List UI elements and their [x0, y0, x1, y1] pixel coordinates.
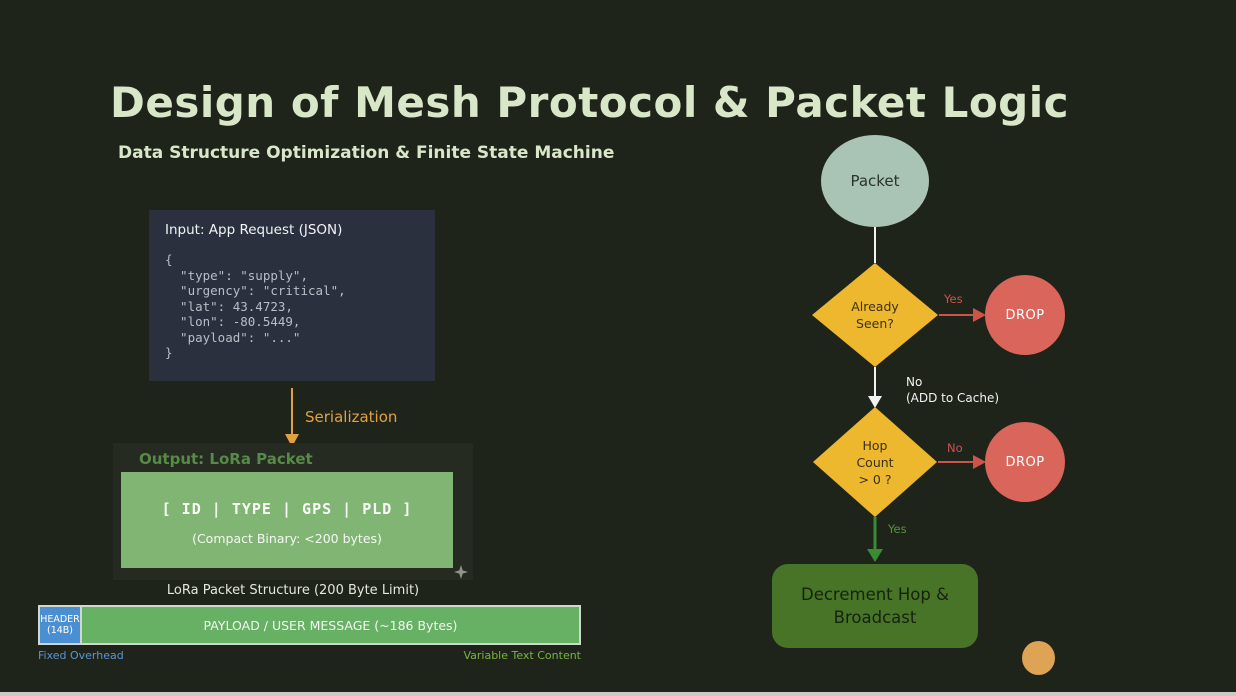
- lora-binary-note: (Compact Binary: <200 bytes): [192, 531, 382, 546]
- orange-dot-decoration: [1022, 641, 1055, 675]
- lora-packet-box: [ ID | TYPE | GPS | PLD ] (Compact Binar…: [121, 472, 453, 568]
- flow-drop-node-1: DROP: [985, 275, 1065, 355]
- flow-decision-hop-count: Hop Count > 0 ?: [813, 407, 937, 517]
- byte-bar-header-segment: HEADER (14B): [40, 607, 82, 643]
- edge-decision2-to-drop2: [938, 455, 986, 469]
- lora-panel-title: Output: LoRa Packet: [139, 450, 313, 468]
- fixed-overhead-note: Fixed Overhead: [38, 649, 124, 662]
- variable-content-note: Variable Text Content: [463, 649, 581, 662]
- edge-label-yes-1: Yes: [944, 292, 963, 306]
- edge-label-no-add-to-cache: No (ADD to Cache): [906, 375, 1000, 405]
- header-segment-label: HEADER: [40, 614, 80, 625]
- lora-fields-line: [ ID | TYPE | GPS | PLD ]: [161, 500, 413, 518]
- serialization-label: Serialization: [305, 408, 398, 426]
- byte-bar-payload-segment: PAYLOAD / USER MESSAGE (~186 Bytes): [82, 607, 579, 643]
- window-bottom-edge: [0, 692, 1236, 696]
- flow-action-broadcast-node: Decrement Hop & Broadcast: [772, 564, 978, 648]
- input-json-code-block: Input: App Request (JSON) { "type": "sup…: [149, 210, 435, 381]
- edge-decision2-to-action: [867, 517, 883, 562]
- flow-drop-node-2: DROP: [985, 422, 1065, 502]
- flow-start-packet-node: Packet: [821, 135, 929, 227]
- page-title: Design of Mesh Protocol & Packet Logic: [110, 78, 1070, 127]
- page-subtitle: Data Structure Optimization & Finite Sta…: [118, 143, 615, 163]
- edge-decision1-to-drop1: [939, 308, 986, 322]
- flow-decision-already-seen: Already Seen?: [812, 263, 938, 367]
- header-segment-size: (14B): [46, 625, 74, 636]
- edge-decision1-to-decision2: [868, 367, 882, 408]
- edge-label-yes-2: Yes: [888, 522, 907, 536]
- payload-segment-label: PAYLOAD / USER MESSAGE (~186 Bytes): [203, 617, 458, 633]
- action-node-label: Decrement Hop & Broadcast: [801, 585, 949, 627]
- drop1-label: DROP: [1005, 307, 1045, 323]
- packet-byte-bar: HEADER (14B) PAYLOAD / USER MESSAGE (~18…: [38, 605, 581, 645]
- lora-caption: LoRa Packet Structure (200 Byte Limit): [166, 583, 420, 598]
- edge-label-no-2: No: [947, 441, 963, 455]
- json-code: { "type": "supply", "urgency": "critical…: [165, 252, 346, 360]
- start-node-label: Packet: [850, 172, 900, 190]
- serialization-arrow: [285, 388, 299, 447]
- drop2-label: DROP: [1005, 454, 1045, 470]
- code-block-title: Input: App Request (JSON): [165, 222, 343, 238]
